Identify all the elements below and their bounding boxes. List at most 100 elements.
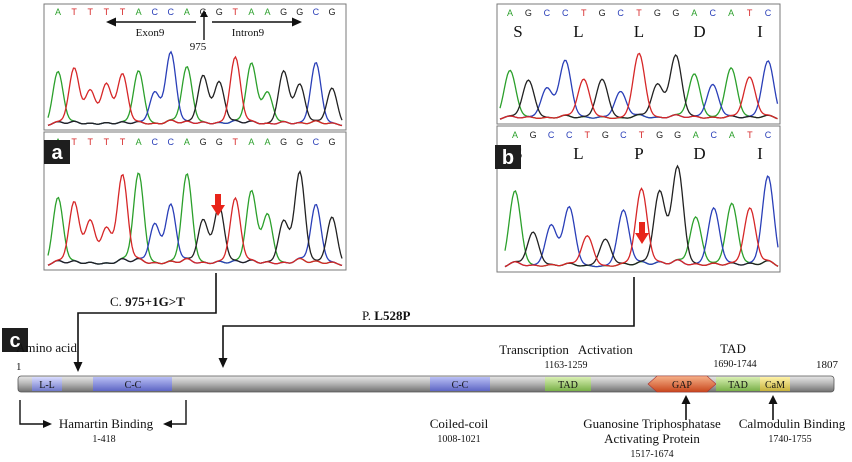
a-bottom-base-2: T <box>87 137 93 147</box>
b-bottom-base-6: C <box>620 130 627 140</box>
b-top-aa-1: L <box>573 22 583 41</box>
cam-label: Calmodulin Binding <box>739 416 846 431</box>
exon-label: Exon9 <box>136 27 165 39</box>
a-top-base-5: A <box>136 7 142 17</box>
a-top-base-3: T <box>104 7 110 17</box>
tad-label: TAD <box>720 341 746 356</box>
a-bottom-base-12: A <box>248 137 254 147</box>
a-bottom-base-7: C <box>168 137 175 147</box>
mutation-a-label: C. 975+1G>T <box>110 294 185 309</box>
a-top-base-7: C <box>168 7 175 17</box>
a-top-base-6: C <box>151 7 158 17</box>
a-bottom-base-8: A <box>184 137 190 147</box>
b-bottom-base-3: C <box>566 130 573 140</box>
hamartin-bracket-left <box>19 400 46 425</box>
intron-label: Intron9 <box>232 27 265 39</box>
b-top-base-6: C <box>617 8 624 18</box>
b-bottom-aa-3: D <box>693 144 705 163</box>
panel-b-top-frame <box>496 3 781 125</box>
domain-ll <box>32 377 62 391</box>
a-top-base-15: G <box>296 7 303 17</box>
b-top-aa-2: L <box>634 22 644 41</box>
a-top-trace-G <box>47 69 343 126</box>
b-top-base-0: A <box>507 8 513 18</box>
axis-title: Amino acid <box>16 340 78 355</box>
panel-a: ATTTTACCAGGTAAGGCG ATTTTACCAGGTAAGGCG Ex… <box>43 3 347 271</box>
a-top-base-11: T <box>233 7 239 17</box>
panel-a-mutation-arrow-icon <box>211 194 225 216</box>
panel-a-label-box <box>44 140 70 164</box>
b-top-base-7: T <box>636 8 642 18</box>
b-top-base-2: C <box>544 8 551 18</box>
hamartin-range: 1-418 <box>92 434 115 445</box>
a-bottom-base-15: G <box>296 137 303 147</box>
b-top-base-4: T <box>581 8 587 18</box>
connector-b <box>222 277 635 360</box>
b-bottom-aa-4: I <box>757 144 763 163</box>
a-top-base-12: A <box>248 7 254 17</box>
exon-arrow-head-icon <box>106 17 116 27</box>
domain-tad2-label: TAD <box>728 380 748 391</box>
a-bottom-base-13: A <box>264 137 270 147</box>
domain-cc2 <box>430 377 490 391</box>
protein-bar <box>17 375 835 393</box>
b-top-base-11: C <box>709 8 716 18</box>
b-bottom-base-1: G <box>530 130 537 140</box>
intron-arrow-head-icon <box>292 17 302 27</box>
a-top-base-1: T <box>71 7 77 17</box>
a-bottom-base-16: C <box>313 137 320 147</box>
a-top-base-4: T <box>120 7 126 17</box>
b-top-aa-0: S <box>513 22 522 41</box>
b-bottom-base-8: G <box>656 130 663 140</box>
panel-b-label: b <box>502 147 514 169</box>
gap-range: 1517-1674 <box>630 449 673 460</box>
position-marker-arrow-icon <box>200 10 208 17</box>
a-top-base-8: A <box>184 7 190 17</box>
domain-cam-label: CaM <box>765 380 785 391</box>
panel-b-top-chromatogram <box>499 52 779 120</box>
a-bottom-base-10: G <box>216 137 223 147</box>
domain-cc1-label: C-C <box>125 380 142 391</box>
position-label: 975 <box>190 41 207 53</box>
gap-pointer-arrow-icon <box>681 395 691 404</box>
a-bottom-base-5: A <box>136 137 142 147</box>
mutation-connectors: C. 975+1G>T P. L528P <box>73 273 635 372</box>
ta-range: 1163-1259 <box>545 360 588 371</box>
b-top-base-3: C <box>562 8 569 18</box>
gap-label-1: Guanosine Triphosphatase <box>583 416 721 431</box>
b-top-aa-3: D <box>693 22 705 41</box>
hamartin-bracket-left-arrow-icon <box>43 420 52 428</box>
a-top-base-10: G <box>216 7 223 17</box>
a-bottom-base-11: T <box>233 137 239 147</box>
b-bottom-base-9: G <box>674 130 681 140</box>
cam-pointer-arrow-icon <box>768 395 778 404</box>
b-bottom-base-12: A <box>729 130 735 140</box>
a-top-base-16: C <box>313 7 320 17</box>
a-bottom-base-14: G <box>280 137 287 147</box>
b-bottom-aa-1: L <box>573 144 583 163</box>
a-top-base-2: T <box>87 7 93 17</box>
ta-label: Transcription Activation <box>499 342 633 357</box>
b-bottom-base-2: C <box>548 130 555 140</box>
b-top-base-1: G <box>525 8 532 18</box>
panel-a-bottom-chromatogram <box>47 170 343 267</box>
b-bottom-aa-2: P <box>634 144 643 163</box>
domain-tad2 <box>716 377 760 391</box>
b-top-base-10: A <box>691 8 697 18</box>
b-top-base-14: C <box>765 8 772 18</box>
hamartin-bracket-right-arrow-icon <box>163 420 172 428</box>
a-bottom-base-1: T <box>71 137 77 147</box>
domain-gap-label: GAP <box>672 380 692 391</box>
a-bottom-base-6: C <box>151 137 158 147</box>
a-bottom-trace-T <box>47 173 343 267</box>
b-top-base-8: G <box>654 8 661 18</box>
a-top-base-0: A <box>55 7 61 17</box>
a-top-base-17: G <box>328 7 335 17</box>
domain-cc2-label: C-C <box>452 380 469 391</box>
tad-range: 1690-1744 <box>713 359 756 370</box>
axis-end: 1807 <box>816 359 839 371</box>
